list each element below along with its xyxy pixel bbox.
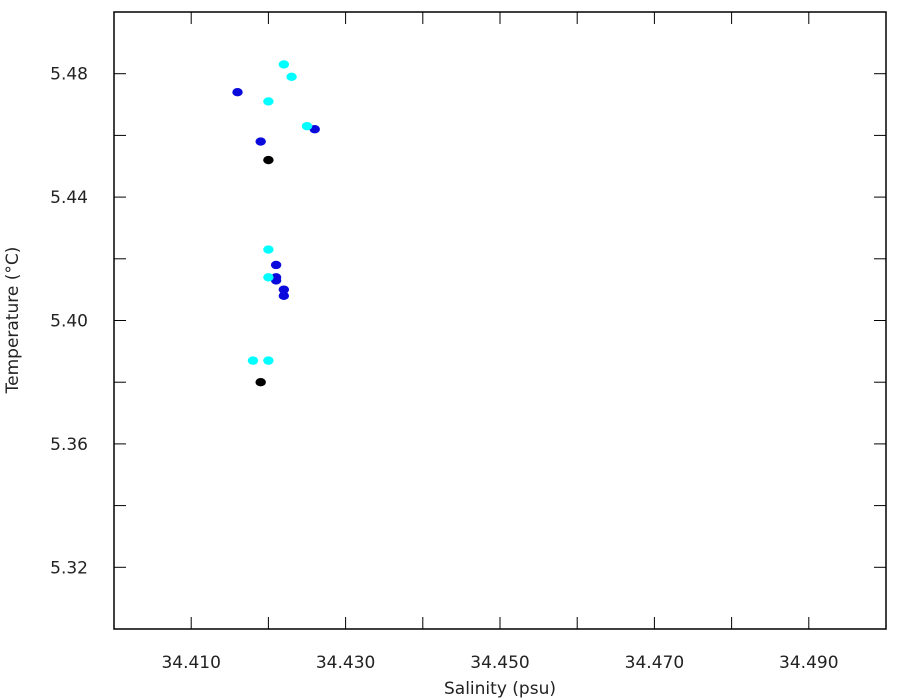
plot-frame (113, 11, 887, 630)
data-point (286, 72, 297, 81)
data-point (270, 276, 282, 285)
data-point (263, 97, 274, 106)
data-point (232, 88, 243, 97)
data-points (232, 60, 320, 387)
y-tick-label: 5.32 (50, 558, 88, 578)
data-point (263, 356, 274, 365)
data-point (255, 378, 266, 387)
x-tick-label: 34.450 (470, 653, 529, 673)
x-tick-label: 34.470 (625, 653, 684, 673)
y-tick-label: 5.44 (50, 188, 88, 208)
data-point (278, 291, 290, 301)
data-point (263, 155, 274, 165)
x-tick-label: 34.410 (161, 653, 220, 673)
data-point (255, 137, 266, 146)
data-point (301, 121, 313, 131)
y-axis-title: Temperature (°C) (3, 247, 23, 395)
data-point (247, 356, 259, 365)
data-point (263, 273, 274, 282)
x-tick-label: 34.490 (779, 653, 838, 673)
data-point (278, 285, 290, 294)
x-axis-title: Salinity (psu) (444, 679, 556, 699)
y-tick-label: 5.40 (50, 312, 88, 332)
y-tick-label: 5.48 (50, 65, 88, 85)
data-point (270, 260, 282, 270)
axis-ticks (114, 12, 886, 629)
data-point (263, 245, 274, 254)
y-tick-label: 5.36 (50, 435, 88, 455)
data-point (309, 125, 320, 134)
data-point (278, 60, 290, 69)
x-tick-label: 34.430 (316, 653, 375, 673)
axis-tick-labels: 34.410 34.430 34.450 34.470 34.490 5.32 5.36 5.… (50, 65, 838, 673)
